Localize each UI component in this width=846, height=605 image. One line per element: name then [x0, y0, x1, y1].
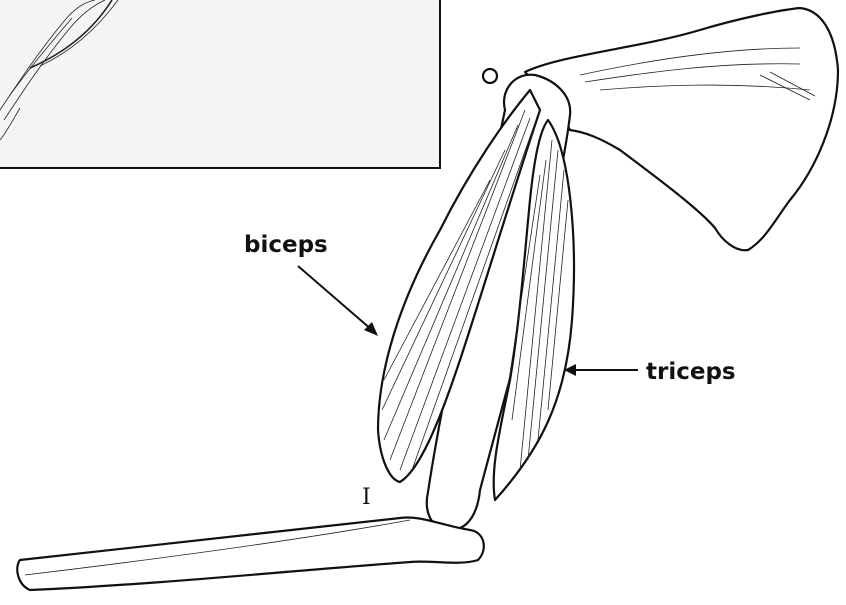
inset-panel	[0, 0, 440, 168]
triceps-label: triceps	[646, 359, 736, 385]
insertion-label: I	[362, 485, 371, 510]
origin-label: O	[476, 83, 477, 84]
forearm-bones	[17, 517, 484, 590]
biceps-label: biceps	[244, 232, 328, 258]
origin-marker	[483, 69, 497, 83]
biceps-arrow	[298, 266, 378, 336]
triceps-arrow	[564, 364, 638, 376]
